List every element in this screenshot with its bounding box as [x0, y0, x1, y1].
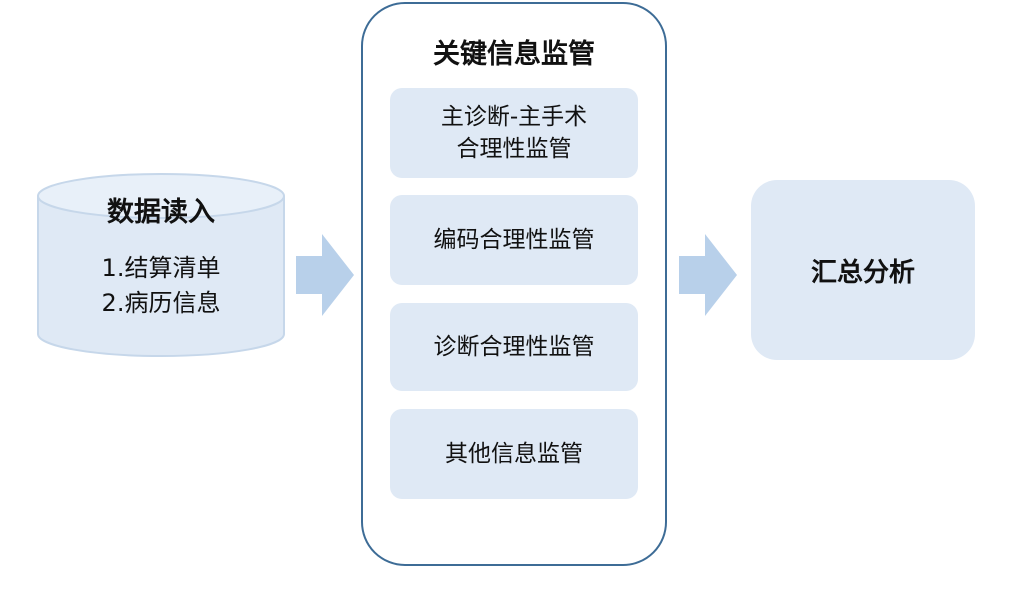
monitor-item-label: 诊断合理性监管 — [433, 334, 595, 360]
monitor-item-other: 其他信息监管 — [390, 409, 638, 499]
monitor-item-coding: 编码合理性监管 — [390, 195, 638, 285]
right-arrow-icon — [679, 234, 737, 316]
monitor-item-label-line-2: 合理性监管 — [456, 136, 572, 162]
monitor-item-label: 编码合理性监管 — [433, 227, 595, 253]
right-arrow-icon — [296, 234, 354, 316]
summary-analysis-box: 汇总分析 — [751, 180, 975, 360]
monitor-item-diagnosis: 诊断合理性监管 — [390, 303, 638, 391]
monitor-item-label-line-1: 主诊断-主手术 — [440, 104, 588, 130]
cylinder-top — [37, 173, 285, 219]
monitor-item-diagnosis-surgery: 主诊断-主手术 合理性监管 — [390, 88, 638, 178]
data-input-line-2: 2.病历信息 — [101, 289, 221, 317]
summary-label: 汇总分析 — [810, 257, 915, 288]
data-input-cylinder — [37, 173, 285, 357]
monitor-item-label: 其他信息监管 — [445, 441, 583, 467]
data-input-line-1: 1.结算清单 — [101, 254, 221, 282]
panel-title: 关键信息监管 — [433, 39, 595, 70]
cylinder-body — [37, 196, 285, 357]
data-input-title: 数据读入 — [107, 197, 215, 228]
